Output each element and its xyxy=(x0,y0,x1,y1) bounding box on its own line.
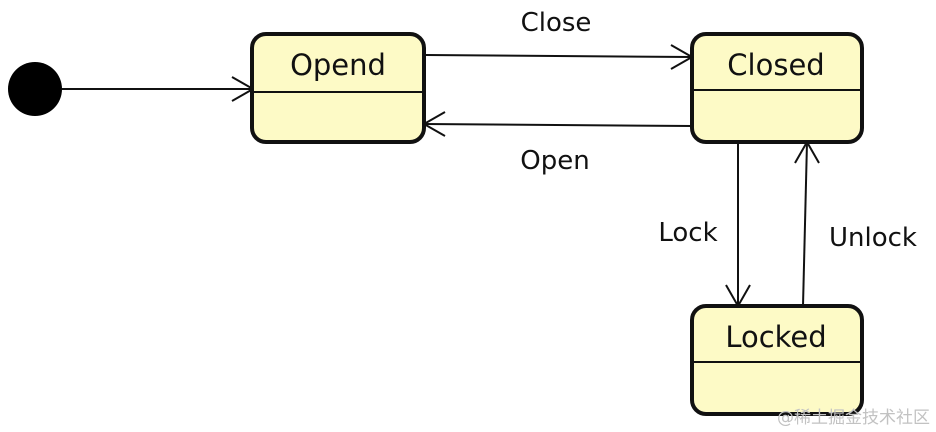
transition-lock-arrow xyxy=(725,144,751,309)
transition-open-arrow xyxy=(421,111,693,137)
state-locked: Locked xyxy=(690,304,864,416)
state-opend: Opend xyxy=(250,32,426,144)
transition-close-label: Close xyxy=(521,8,592,38)
state-closed-label: Closed xyxy=(727,48,824,82)
transition-unlock-arrow xyxy=(794,139,820,307)
state-closed: Closed xyxy=(690,32,864,144)
transition-close-arrow xyxy=(425,44,695,70)
initial-transition-arrow xyxy=(62,76,256,102)
transition-open-label: Open xyxy=(520,146,589,176)
watermark-text: @稀土掘金技术社区 xyxy=(777,408,930,428)
transition-lock-label: Lock xyxy=(658,218,717,248)
state-opend-label: Opend xyxy=(290,48,386,82)
transition-unlock-label: Unlock xyxy=(829,223,917,253)
initial-state-node xyxy=(8,62,62,116)
state-locked-label: Locked xyxy=(725,320,826,354)
